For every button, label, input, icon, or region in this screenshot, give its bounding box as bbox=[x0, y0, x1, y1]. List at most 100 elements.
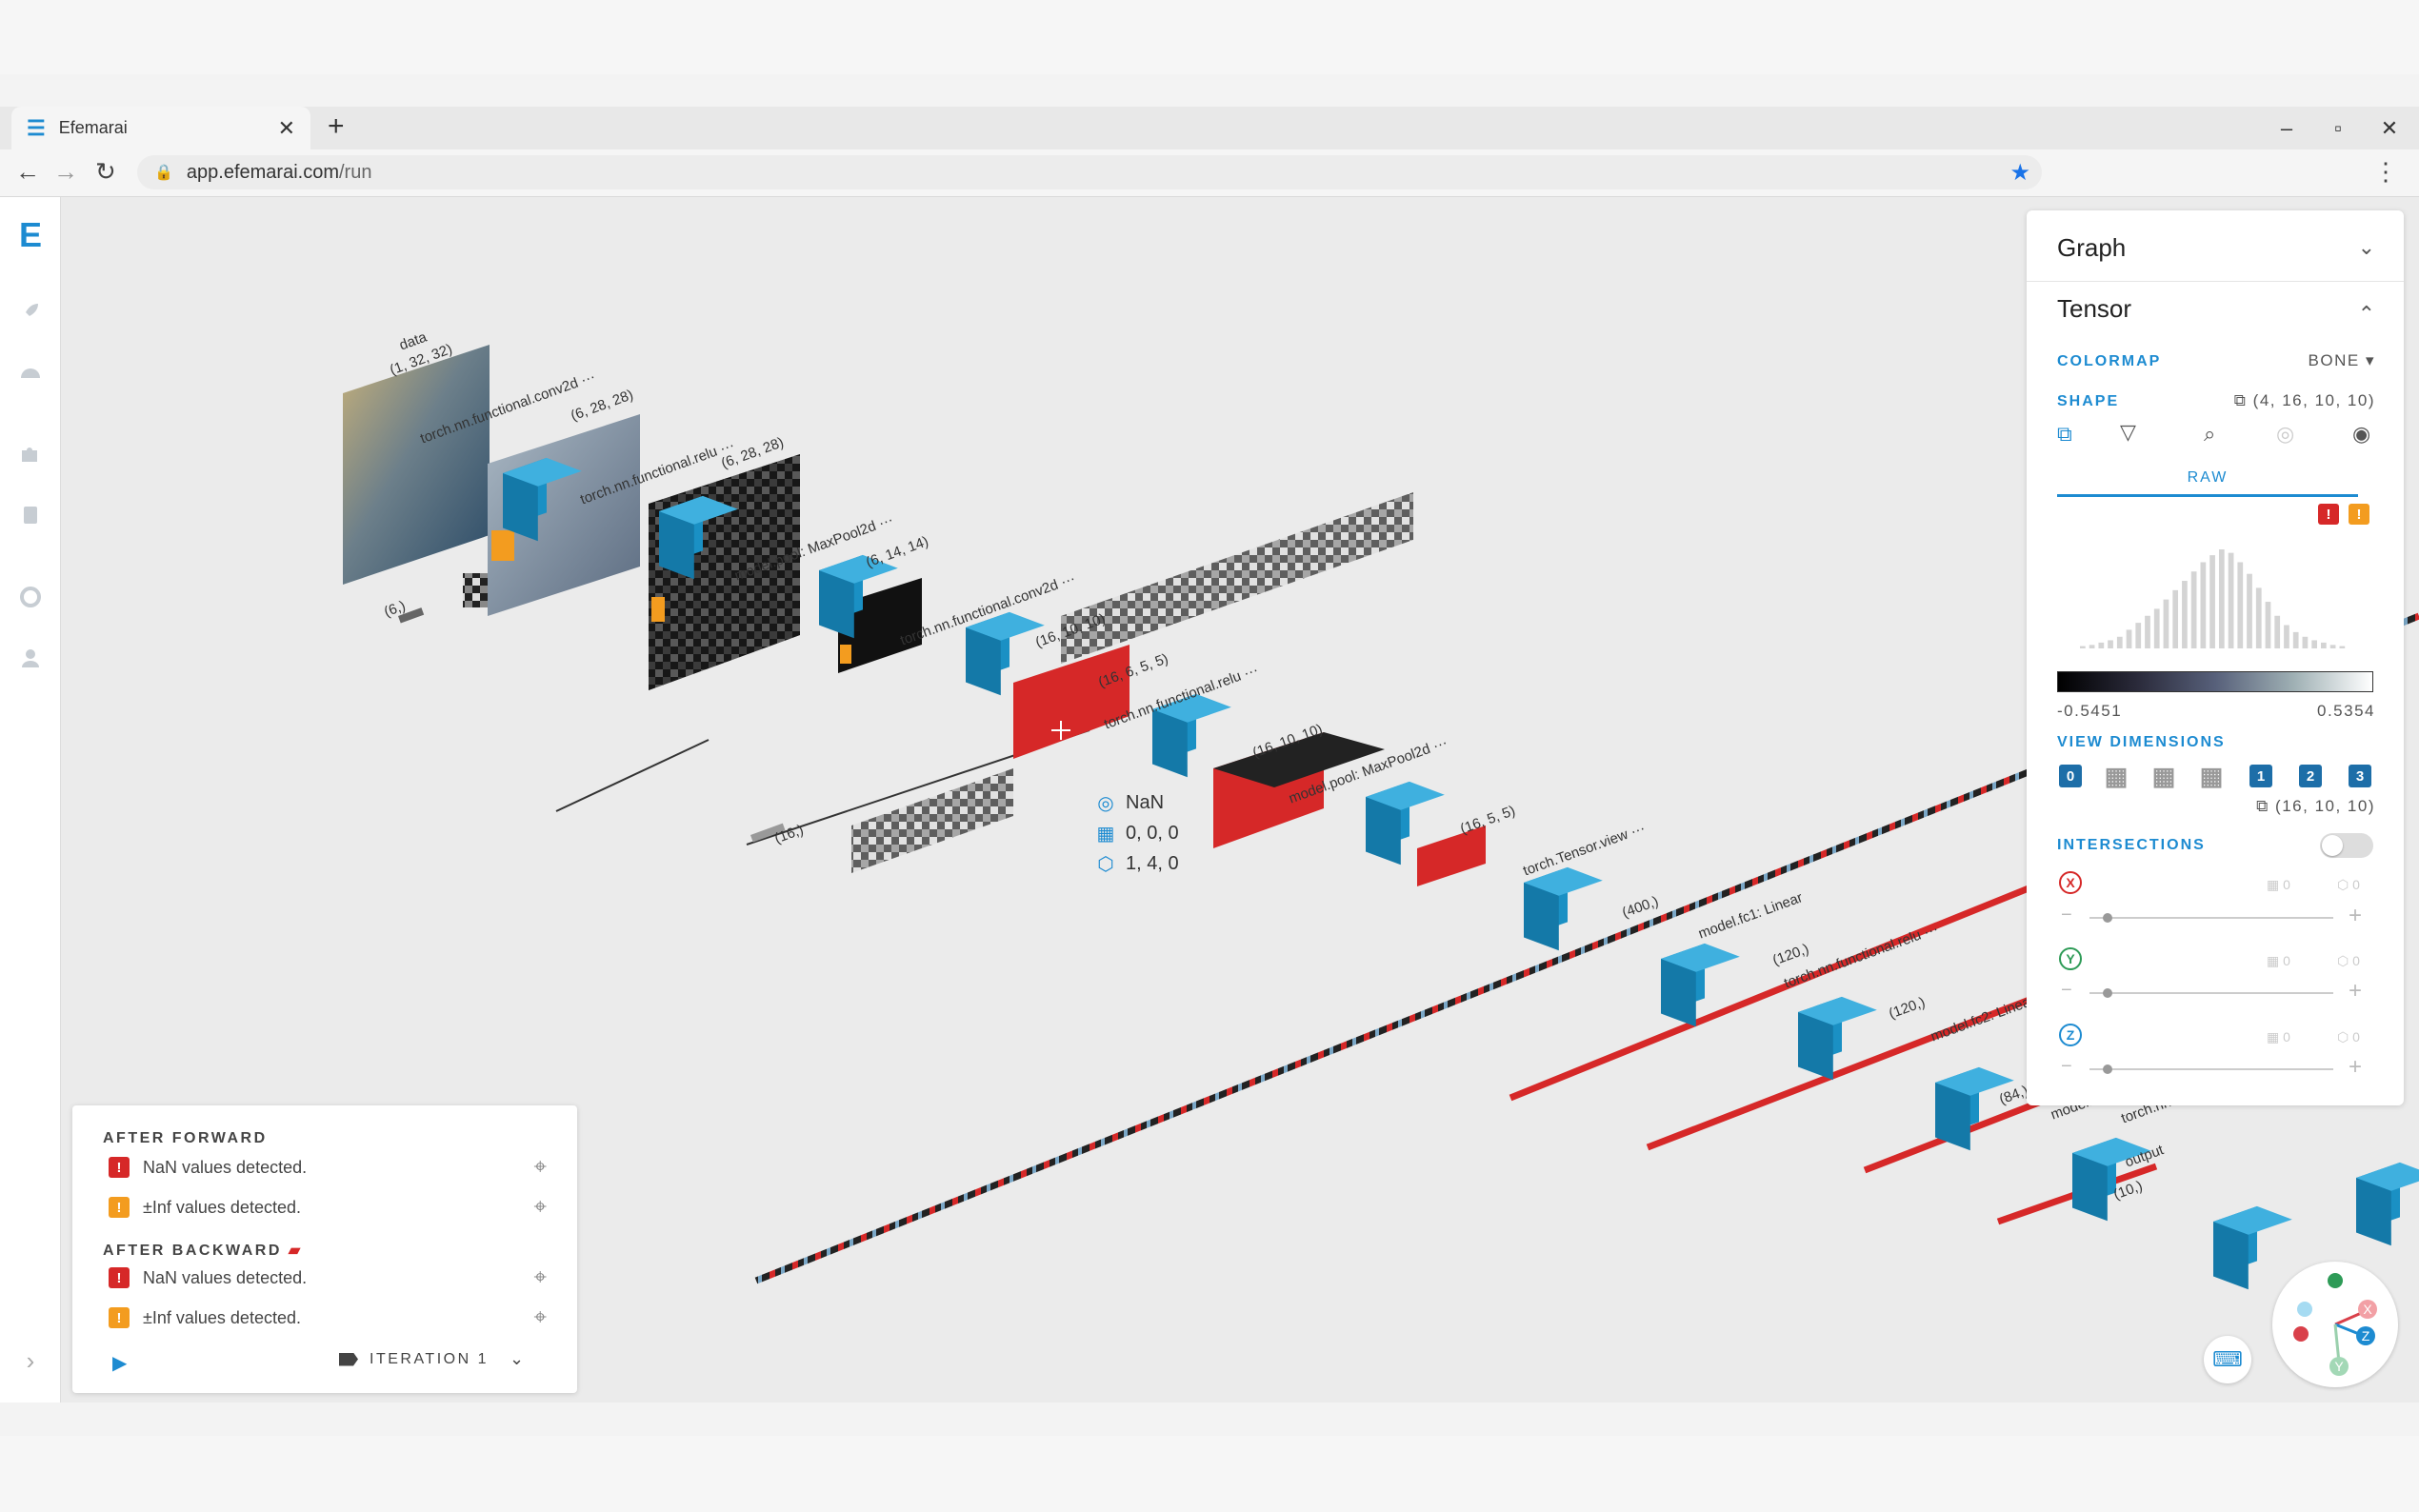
operation-node[interactable] bbox=[1661, 943, 1740, 1027]
gizmo-z-positive[interactable] bbox=[2356, 1326, 2375, 1345]
gizmo-x-negative[interactable] bbox=[2293, 1326, 2309, 1342]
focus-icon[interactable]: ⌖ bbox=[533, 1304, 547, 1330]
layers-icon[interactable]: ⧉ bbox=[2057, 422, 2072, 446]
error-icon: ! bbox=[109, 1157, 130, 1178]
histogram-bar bbox=[2274, 615, 2281, 648]
window-controls: ‒ ▫ ✕ bbox=[2274, 107, 2402, 149]
expand-sidebar-icon[interactable]: › bbox=[26, 1345, 35, 1375]
forward-nan-row[interactable]: ! NaN values detected. ⌖ bbox=[109, 1154, 547, 1180]
selected-block-text: 1, 4, 0 bbox=[1126, 853, 1179, 874]
chevron-down-icon[interactable]: ⌄ bbox=[2357, 235, 2375, 259]
gizmo-z-negative[interactable] bbox=[2297, 1302, 2312, 1317]
colormap-select[interactable]: BONE ▾ bbox=[2309, 351, 2375, 370]
efemarai-logo[interactable]: E bbox=[18, 215, 42, 254]
gizmo-x-positive[interactable] bbox=[2358, 1300, 2377, 1319]
cube-icon: ⬡ bbox=[1097, 854, 1114, 875]
forward-inf-row[interactable]: !±Inf values detected.⌖ bbox=[109, 1194, 547, 1220]
axis-z-slider[interactable]: −+ bbox=[2061, 1054, 2362, 1080]
bottom-margin bbox=[0, 1436, 2419, 1512]
histogram-bar bbox=[2153, 608, 2160, 648]
dim-2-button[interactable]: 2 bbox=[2299, 765, 2322, 787]
axis-y-slider[interactable]: −+ bbox=[2061, 978, 2362, 1004]
backward-nan-row[interactable]: !NaN values detected.⌖ bbox=[109, 1264, 547, 1290]
tab-close-icon[interactable]: ✕ bbox=[277, 115, 295, 140]
focus-icon[interactable]: ⌖ bbox=[533, 1154, 547, 1180]
minimize-icon[interactable]: ‒ bbox=[2280, 115, 2293, 140]
operation-node[interactable] bbox=[2072, 1137, 2151, 1222]
operation-node[interactable] bbox=[503, 457, 582, 542]
forward-nan-text: NaN values detected. bbox=[143, 1157, 308, 1177]
operation-node[interactable] bbox=[1152, 693, 1231, 778]
operation-nodes[interactable] bbox=[503, 457, 2419, 1290]
dim-grid-2-icon[interactable]: ▦ bbox=[2151, 761, 2176, 790]
forward-icon[interactable]: → bbox=[53, 157, 78, 186]
hide-icon[interactable]: ◎ bbox=[2276, 422, 2295, 446]
histogram-bar bbox=[2284, 625, 2289, 648]
eye-icon[interactable]: ◉ bbox=[2352, 422, 2371, 446]
help-icon[interactable] bbox=[15, 582, 46, 612]
operation-node[interactable] bbox=[1935, 1066, 2014, 1151]
filter-icon[interactable]: ▽ bbox=[2120, 420, 2136, 444]
gizmo-y-negative[interactable] bbox=[2329, 1357, 2349, 1376]
operation-node[interactable] bbox=[2356, 1162, 2419, 1246]
copy-icon[interactable]: ⧉ bbox=[2233, 391, 2248, 409]
operation-node[interactable] bbox=[1366, 781, 1445, 865]
operation-node[interactable] bbox=[2213, 1205, 2292, 1290]
dim-3-button[interactable]: 3 bbox=[2349, 765, 2371, 787]
browser-menu-icon[interactable]: ⋮ bbox=[2373, 157, 2398, 186]
puzzle-icon[interactable] bbox=[15, 439, 46, 469]
bookmark-star-icon[interactable]: ★ bbox=[2009, 159, 2030, 186]
new-tab-button[interactable]: + bbox=[328, 110, 345, 142]
dim-grid-3-icon[interactable]: ▦ bbox=[2199, 761, 2224, 790]
maximize-icon[interactable]: ▫ bbox=[2334, 115, 2342, 140]
user-icon[interactable] bbox=[15, 643, 46, 673]
chevron-up-icon[interactable]: ⌃ bbox=[2357, 302, 2375, 326]
dim-grid-1-icon[interactable]: ▦ bbox=[2104, 761, 2129, 790]
graph-section-title[interactable]: Graph bbox=[2057, 233, 2127, 262]
graph-canvas[interactable]: data(1, 32, 32)torch.nn.functional.conv2… bbox=[61, 197, 2419, 1403]
copy-icon[interactable]: ⧉ bbox=[2256, 797, 2269, 815]
operation-node[interactable] bbox=[1798, 996, 1877, 1081]
url-input[interactable]: 🔒 app.efemarai.com/run ★ bbox=[137, 155, 2042, 189]
histogram-bar bbox=[2311, 640, 2317, 648]
axis-y-cube-count: ⬡ 0 bbox=[2337, 953, 2360, 968]
keyboard-icon[interactable]: ⌨ bbox=[2204, 1336, 2251, 1383]
gizmo-z-label: Z bbox=[2362, 1328, 2370, 1343]
axis-x-slider[interactable]: −+ bbox=[2061, 903, 2362, 928]
tag-icon: ▰ bbox=[288, 1243, 303, 1259]
orientation-gizmo[interactable]: X Z Y bbox=[2272, 1262, 2398, 1387]
dashboard-icon[interactable] bbox=[15, 357, 46, 388]
dim-0-button[interactable]: 0 bbox=[2059, 765, 2082, 787]
rocket-icon[interactable] bbox=[15, 296, 46, 327]
operation-node[interactable] bbox=[659, 495, 738, 580]
book-icon[interactable] bbox=[15, 500, 46, 530]
operation-node[interactable] bbox=[966, 611, 1045, 696]
histogram-bar bbox=[2209, 555, 2215, 648]
operation-node[interactable] bbox=[1524, 866, 1603, 951]
reload-icon[interactable]: ↻ bbox=[95, 157, 116, 186]
intersections-label: INTERSECTIONS bbox=[2057, 837, 2206, 853]
operation-node[interactable] bbox=[819, 554, 898, 639]
browser-tab[interactable]: ☰ Efemarai ✕ bbox=[11, 107, 310, 149]
histogram-bar bbox=[2200, 562, 2207, 648]
close-window-icon[interactable]: ✕ bbox=[2380, 115, 2399, 140]
iteration-select[interactable]: ITERATION 1⌄ bbox=[339, 1349, 527, 1369]
focus-icon[interactable]: ⌖ bbox=[533, 1264, 547, 1290]
gizmo-y-positive[interactable] bbox=[2328, 1273, 2343, 1288]
histogram-bar bbox=[2116, 636, 2123, 648]
play-icon[interactable]: ▶ bbox=[112, 1353, 128, 1374]
axis-x-grid-count: ▦ 0 bbox=[2267, 877, 2290, 892]
back-icon[interactable]: ← bbox=[15, 157, 40, 186]
histogram-bar bbox=[2080, 646, 2086, 648]
intersections-toggle[interactable] bbox=[2320, 833, 2373, 858]
shape-value-text: (4, 16, 10, 10) bbox=[2252, 391, 2375, 409]
shape-value: ⧉ (4, 16, 10, 10) bbox=[2234, 391, 2375, 410]
focus-icon[interactable]: ⌖ bbox=[533, 1194, 547, 1220]
dim-1-button[interactable]: 1 bbox=[2249, 765, 2272, 787]
backward-inf-row[interactable]: !±Inf values detected.⌖ bbox=[109, 1304, 547, 1330]
tab-raw[interactable]: RAW bbox=[2057, 469, 2358, 497]
search-icon[interactable]: ⌕ bbox=[2204, 422, 2216, 446]
graph-3d-view[interactable] bbox=[61, 197, 2419, 1403]
tensor-section-title[interactable]: Tensor bbox=[2057, 294, 2132, 323]
